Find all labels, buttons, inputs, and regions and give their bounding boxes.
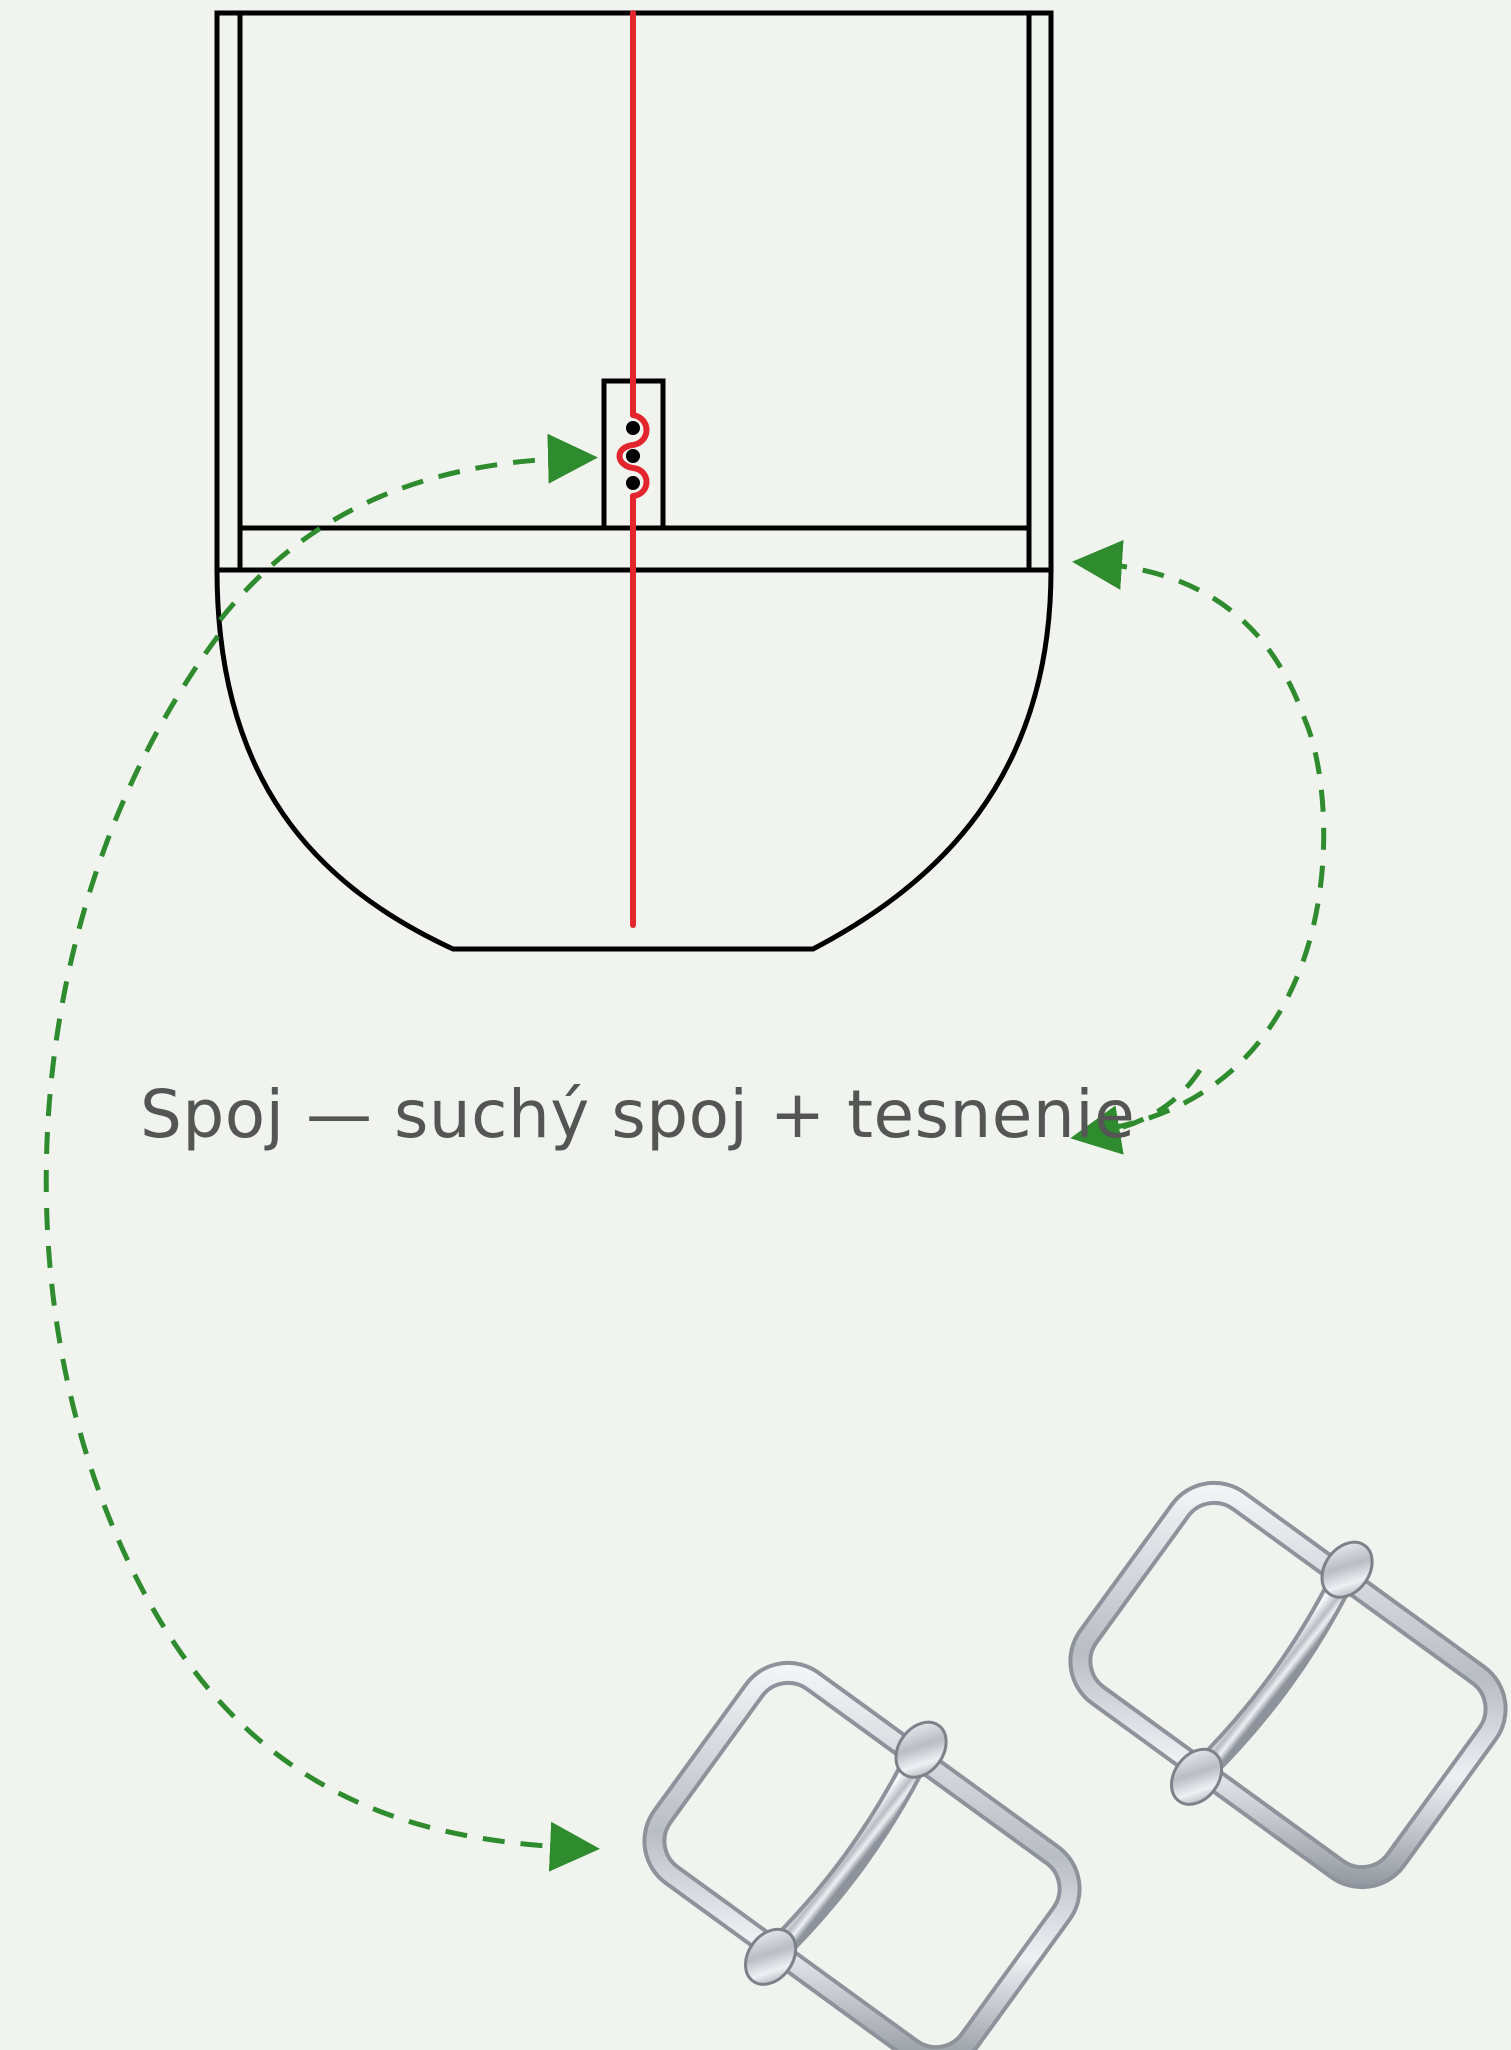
slider-buckle-right bbox=[1068, 1480, 1508, 1890]
seam-line bbox=[616, 10, 650, 928]
arrow-to-bowl bbox=[1072, 540, 1327, 1131]
slider-buckle-left bbox=[642, 1660, 1082, 2050]
arrow-to-caption bbox=[1070, 1068, 1203, 1155]
caption: Spoj — suchý spoj + tesnenie bbox=[140, 1076, 1136, 1153]
arrow-to-buckles bbox=[43, 634, 600, 1872]
arrow-to-joint bbox=[218, 433, 598, 622]
dashed-arrows bbox=[43, 433, 1327, 1872]
bowl-outline bbox=[214, 569, 1054, 952]
